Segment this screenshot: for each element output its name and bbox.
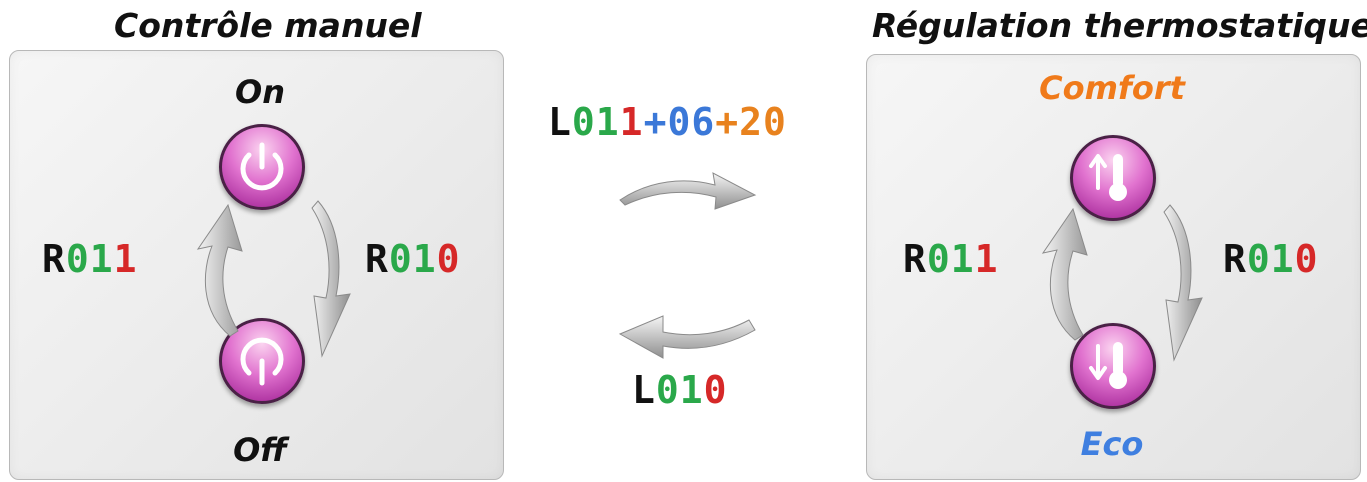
- code-char: 1: [412, 237, 437, 281]
- eco-mode-button[interactable]: [1070, 323, 1156, 409]
- code-char: 1: [595, 100, 620, 144]
- code-char: 1: [89, 237, 114, 281]
- middle-bottom-code: L010: [632, 368, 728, 412]
- power-off-icon: [240, 337, 284, 386]
- code-char: R: [1223, 237, 1247, 281]
- code-char: L: [632, 368, 656, 412]
- code-char: 2: [739, 100, 764, 144]
- left-up-arrow: [196, 203, 243, 337]
- code-char: L: [548, 100, 572, 144]
- power-on-button[interactable]: [219, 124, 305, 210]
- off-state-label: Off: [233, 431, 287, 469]
- power-icon: [240, 142, 284, 191]
- manual-control-title: Contrôle manuel: [114, 6, 422, 45]
- code-char: 0: [1246, 237, 1271, 281]
- code-char: 0: [65, 237, 90, 281]
- code-char: 1: [619, 100, 644, 144]
- code-char: 6: [691, 100, 716, 144]
- thermo-right-code: R010: [1223, 237, 1319, 281]
- manual-right-code: R010: [365, 237, 461, 281]
- code-char: R: [42, 237, 66, 281]
- thermostat-title: Régulation thermostatique: [872, 6, 1367, 45]
- thermo-right-down-arrow: [1163, 204, 1203, 362]
- thermometer-up-icon: [1089, 154, 1127, 201]
- code-char: 0: [703, 368, 728, 412]
- right-down-arrow: [311, 200, 351, 358]
- comfort-mode-button[interactable]: [1070, 135, 1156, 221]
- code-char: 0: [655, 368, 680, 412]
- code-char: 1: [974, 237, 999, 281]
- code-char: 0: [926, 237, 951, 281]
- code-char: R: [903, 237, 927, 281]
- code-char: 1: [1270, 237, 1295, 281]
- code-char: 0: [571, 100, 596, 144]
- on-state-label: On: [235, 73, 285, 111]
- code-char: R: [365, 237, 389, 281]
- thermo-left-code: R011: [903, 237, 999, 281]
- code-char: 0: [667, 100, 692, 144]
- thermo-left-up-arrow: [1041, 207, 1088, 341]
- code-char: 0: [436, 237, 461, 281]
- eco-state-label: Eco: [1080, 425, 1144, 463]
- code-char: 0: [388, 237, 413, 281]
- thermometer-down-icon: [1089, 342, 1127, 389]
- thermostat-panel: Comfort Eco R011 R010: [866, 54, 1361, 480]
- code-char: 0: [763, 100, 787, 144]
- middle-top-code: L011+06+20: [548, 100, 787, 144]
- code-char: 1: [950, 237, 975, 281]
- code-char: 1: [113, 237, 138, 281]
- code-char: 0: [1294, 237, 1319, 281]
- manual-left-code: R011: [42, 237, 138, 281]
- manual-control-panel: On Off R011 R010: [9, 50, 504, 480]
- comfort-state-label: Comfort: [1039, 69, 1185, 107]
- code-char: +: [643, 100, 668, 144]
- right-arrow: [619, 172, 757, 210]
- left-arrow: [618, 315, 756, 359]
- code-char: 1: [679, 368, 704, 412]
- code-char: +: [715, 100, 740, 144]
